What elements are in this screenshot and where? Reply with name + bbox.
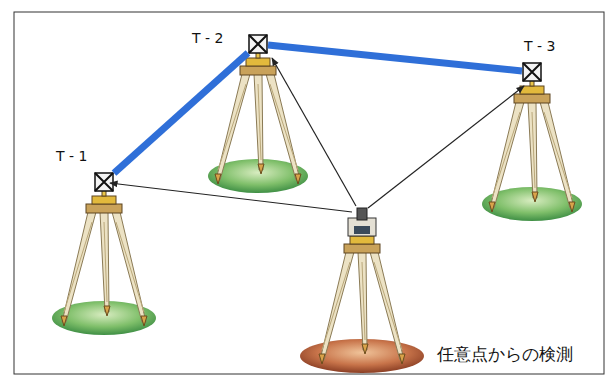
tripod bbox=[300, 208, 424, 373]
traverse-line bbox=[268, 45, 522, 71]
caption: 任意点からの検測 bbox=[437, 343, 573, 366]
tripod bbox=[52, 173, 156, 335]
sight-lines bbox=[110, 58, 524, 212]
tripod bbox=[482, 63, 582, 221]
point-label: T - 2 bbox=[192, 30, 223, 46]
survey-point: T - 2 bbox=[248, 34, 268, 54]
survey-point: T - 3 bbox=[522, 62, 542, 82]
tripod bbox=[208, 35, 308, 193]
point-label: T - 3 bbox=[524, 38, 555, 54]
point-label: T - 1 bbox=[56, 148, 87, 164]
frame bbox=[14, 12, 604, 374]
survey-point: T - 1 bbox=[94, 172, 114, 192]
traverse-line bbox=[114, 53, 248, 173]
